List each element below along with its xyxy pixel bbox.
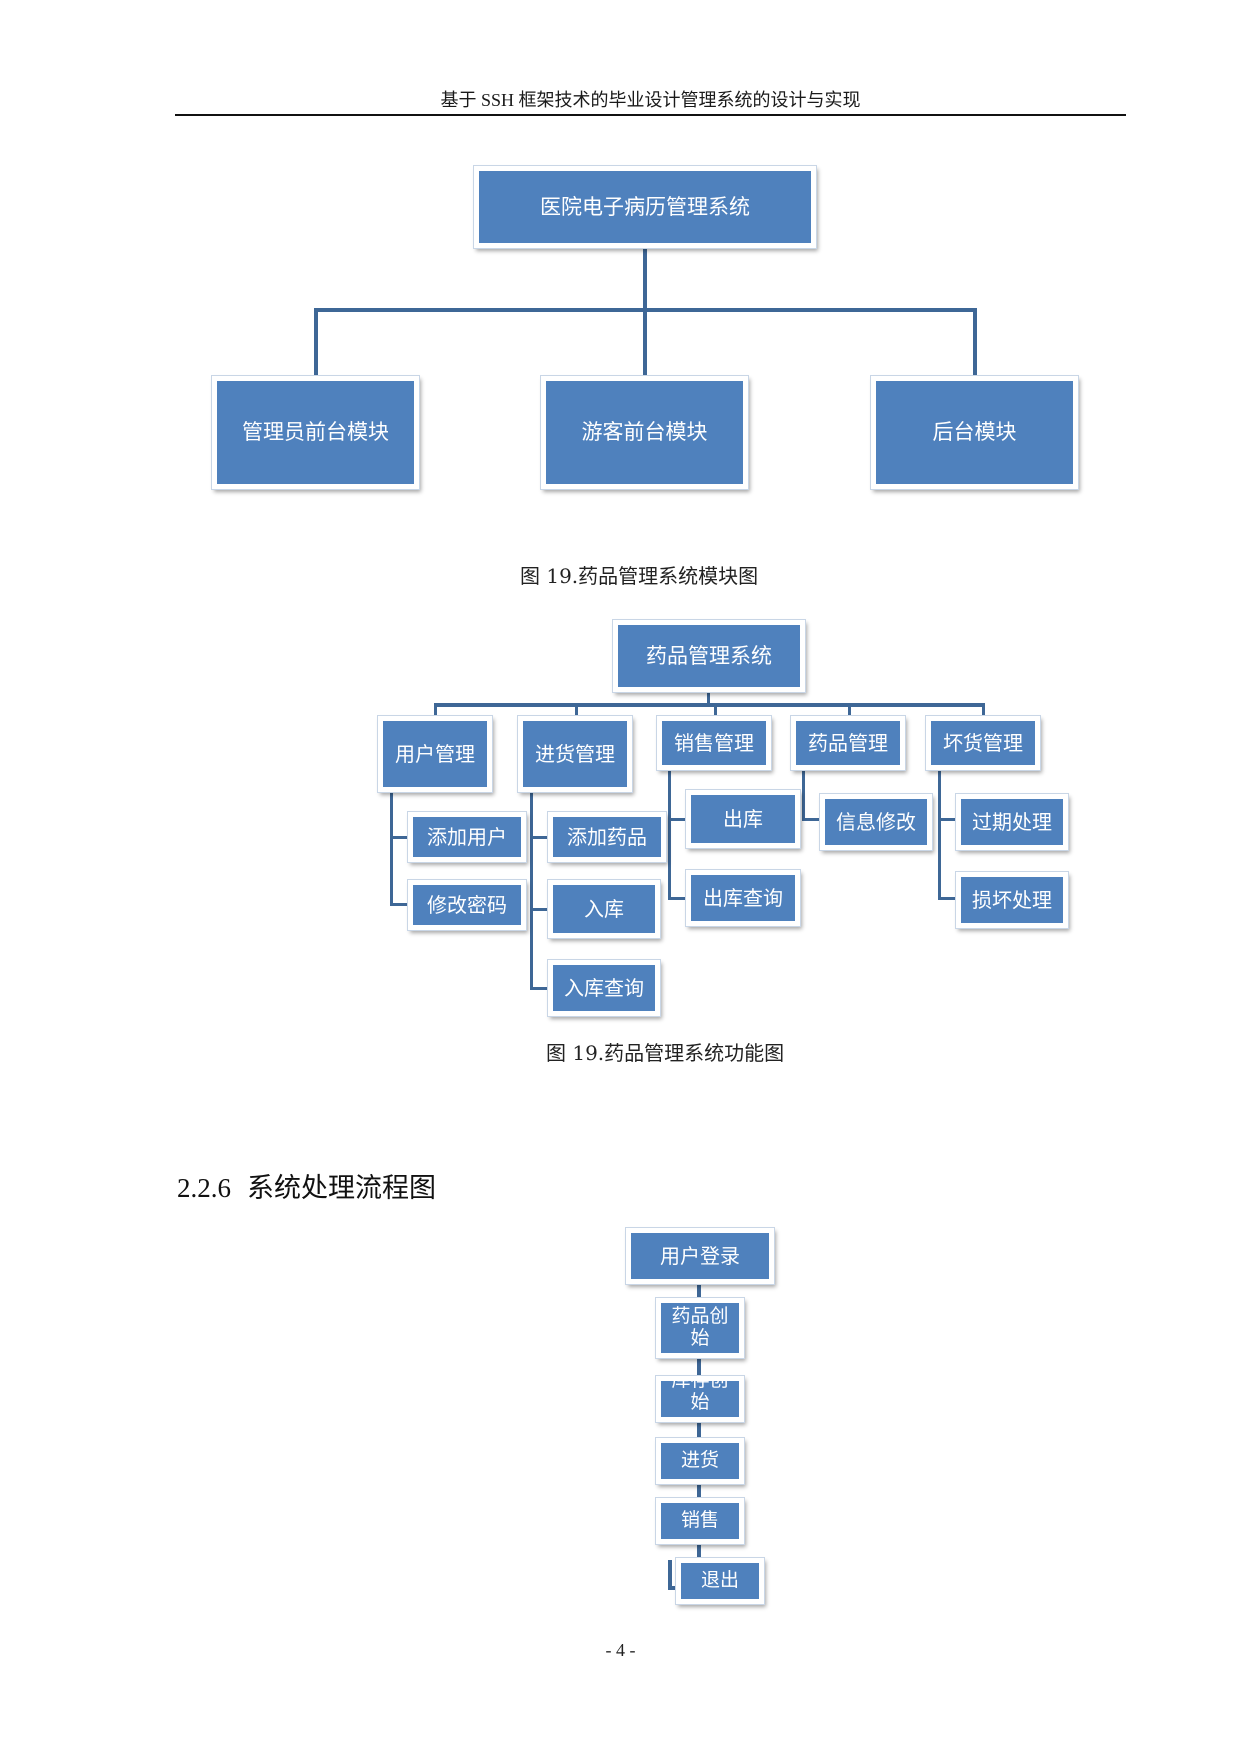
root-node: 医院电子病历管理系统 [473, 165, 817, 249]
leaf-node: 入库 [547, 879, 661, 939]
connector [938, 897, 956, 900]
leaf-node: 损坏处理 [955, 871, 1069, 929]
flow-step: 退出 [675, 1557, 765, 1605]
leaf-node: 添加用户 [407, 811, 527, 863]
connector [802, 770, 805, 821]
connector [390, 836, 408, 839]
connector [668, 1560, 672, 1590]
leaf-node: 修改密码 [407, 879, 527, 931]
section-title-text: 系统处理流程图 [247, 1173, 436, 1204]
connector [973, 308, 977, 376]
module-node: 游客前台模块 [540, 375, 749, 490]
branch-node: 销售管理 [656, 715, 772, 771]
leaf-node: 入库查询 [547, 959, 661, 1017]
section-number: 2.2.6 [177, 1173, 231, 1203]
flow-step: 用户登录 [625, 1227, 775, 1285]
module-node: 管理员前台模块 [211, 375, 420, 490]
leaf-node: 过期处理 [955, 793, 1069, 851]
flow-step: 库存创始 [655, 1375, 745, 1423]
leaf-node: 出库查询 [685, 869, 801, 927]
branch-node: 进货管理 [517, 715, 633, 793]
connector [668, 770, 671, 900]
branch-node: 坏货管理 [925, 715, 1041, 771]
connector [714, 703, 717, 717]
connector [938, 818, 956, 821]
leaf-node: 添加药品 [547, 811, 667, 863]
branch-node: 药品管理 [790, 715, 906, 771]
root-node: 药品管理系统 [612, 619, 806, 693]
connector [697, 1282, 701, 1582]
connector [530, 836, 548, 839]
branch-node: 用户管理 [377, 715, 493, 793]
connector [390, 788, 393, 906]
connector [643, 248, 647, 310]
leaf-node: 信息修改 [819, 793, 933, 851]
header-divider [175, 114, 1126, 116]
connector [390, 903, 408, 906]
flow-step: 进货 [655, 1437, 745, 1485]
connector [707, 692, 710, 706]
connector [314, 308, 318, 376]
connector [530, 987, 548, 990]
page-number: - 4 - [605, 1640, 636, 1660]
leaf-node: 出库 [685, 789, 801, 849]
section-heading: 2.2.6 系统处理流程图 [177, 1166, 436, 1205]
figure-caption: 图 19.药品管理系统模块图 [520, 564, 759, 588]
flow-step: 药品创始 [655, 1297, 745, 1359]
connector [575, 703, 578, 717]
connector [982, 703, 985, 717]
flow-step: 销售 [655, 1497, 745, 1545]
module-node: 后台模块 [870, 375, 1079, 490]
connector [668, 897, 686, 900]
connector [643, 308, 647, 376]
connector [434, 703, 985, 707]
connector [802, 818, 820, 821]
connector [530, 908, 548, 911]
connector [668, 818, 686, 821]
connector [848, 703, 851, 717]
connector [530, 792, 533, 990]
page-header: 基于 SSH 框架技术的毕业设计管理系统的设计与实现 [440, 90, 861, 110]
connector [938, 770, 941, 900]
connector [434, 703, 437, 717]
figure-caption: 图 19.药品管理系统功能图 [546, 1041, 785, 1065]
